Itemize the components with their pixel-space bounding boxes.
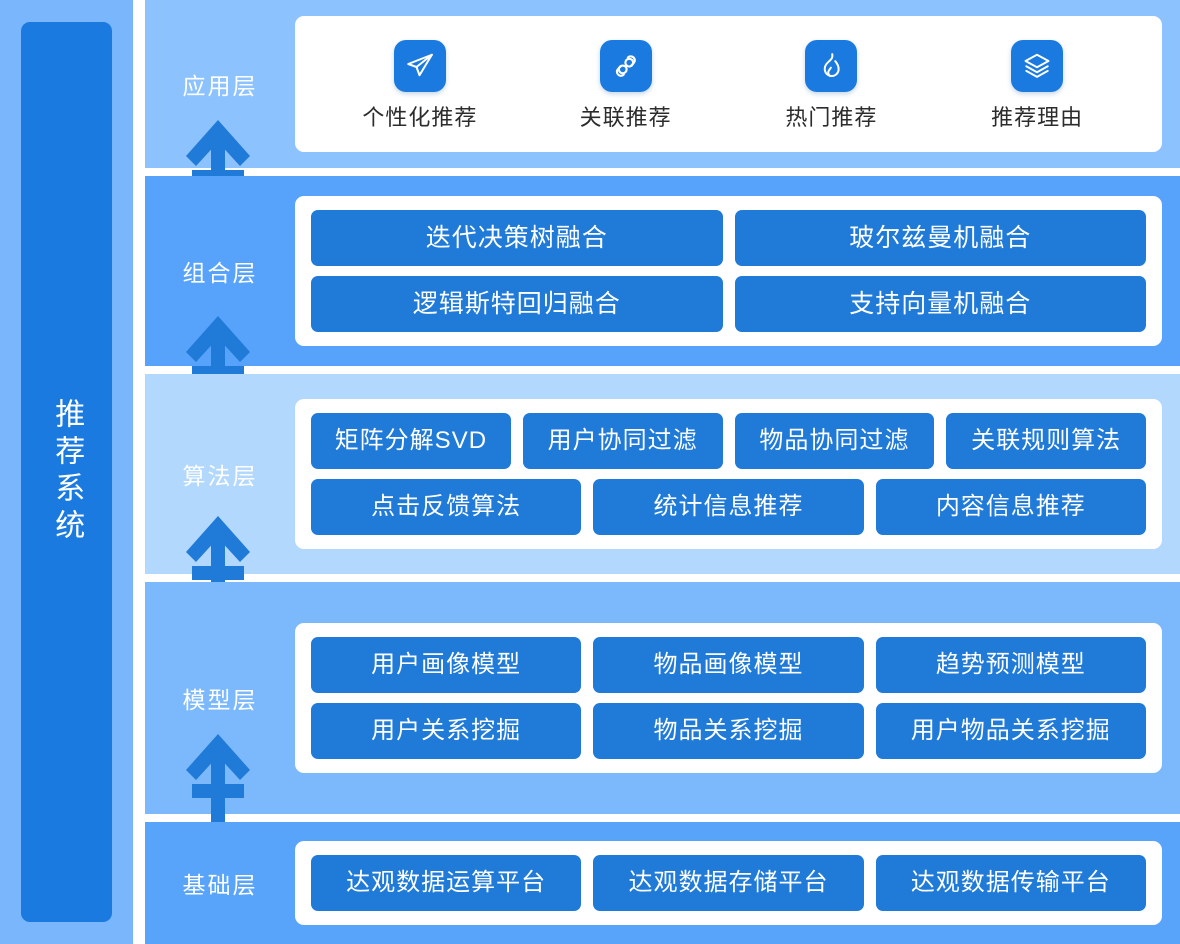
composition-pill-grid: 迭代决策树融合 玻尔兹曼机融合 逻辑斯特回归融合 支持向量机融合: [311, 210, 1146, 332]
pill-item[interactable]: 玻尔兹曼机融合: [734, 210, 1146, 266]
pill-item[interactable]: 用户画像模型: [311, 637, 582, 693]
pill-item[interactable]: 用户协同过滤: [522, 413, 723, 469]
layer-body-base: 达观数据运算平台 达观数据存储平台 达观数据传输平台: [295, 841, 1180, 925]
app-item-label: 关联推荐: [579, 105, 672, 130]
model-row-2: 用户关系挖掘 物品关系挖掘 用户物品关系挖掘: [311, 703, 1146, 759]
composition-row-2: 逻辑斯特回归融合 支持向量机融合: [311, 276, 1146, 332]
system-title-rail: 推荐系统: [0, 0, 133, 944]
layer-label-base: 基础层: [182, 872, 258, 898]
algorithm-pill-grid: 矩阵分解SVD 用户协同过滤 物品协同过滤 关联规则算法 点击反馈算法 统计信息…: [311, 413, 1146, 535]
pill-item[interactable]: 用户物品关系挖掘: [875, 703, 1146, 759]
flame-icon: [816, 51, 846, 81]
app-item-related[interactable]: 关联推荐: [526, 40, 726, 132]
app-item-reason[interactable]: 推荐理由: [937, 40, 1137, 132]
layer-label-application: 应用层: [182, 73, 258, 99]
application-item-row: 个性化推荐: [311, 30, 1146, 138]
link-chain-icon: [611, 51, 641, 81]
layer-label-model: 模型层: [182, 687, 258, 713]
pill-item[interactable]: 点击反馈算法: [311, 479, 582, 535]
layers-stack-icon: [1022, 51, 1052, 81]
pill-item[interactable]: 矩阵分解SVD: [311, 413, 511, 469]
pill-item[interactable]: 内容信息推荐: [875, 479, 1146, 535]
layer-body-composition: 迭代决策树融合 玻尔兹曼机融合 逻辑斯特回归融合 支持向量机融合: [295, 196, 1180, 346]
base-pill-grid: 达观数据运算平台 达观数据存储平台 达观数据传输平台: [311, 855, 1146, 911]
base-card: 达观数据运算平台 达观数据存储平台 达观数据传输平台: [295, 841, 1162, 925]
app-item-label: 热门推荐: [785, 105, 878, 130]
pill-item[interactable]: 达观数据存储平台: [593, 855, 864, 911]
pill-item[interactable]: 支持向量机融合: [734, 276, 1146, 332]
layer-application: 应用层 个性化推荐: [145, 0, 1180, 168]
pill-item[interactable]: 物品协同过滤: [734, 413, 935, 469]
layer-base: 基础层 达观数据运算平台 达观数据存储平台 达观数据传输平台: [145, 822, 1180, 944]
composition-row-1: 迭代决策树融合 玻尔兹曼机融合: [311, 210, 1146, 266]
layer-composition: 组合层 迭代决策树融合 玻尔兹曼机融合 逻辑斯特回归融合 支持向量机融合: [145, 176, 1180, 366]
layer-label-composition: 组合层: [182, 260, 258, 286]
flame-tile[interactable]: [805, 40, 858, 92]
model-pill-grid: 用户画像模型 物品画像模型 趋势预测模型 用户关系挖掘 物品关系挖掘 用户物品关…: [311, 637, 1146, 759]
algorithm-row-1: 矩阵分解SVD 用户协同过滤 物品协同过滤 关联规则算法: [311, 413, 1146, 469]
base-row-1: 达观数据运算平台 达观数据存储平台 达观数据传输平台: [311, 855, 1146, 911]
link-chain-tile[interactable]: [599, 40, 652, 92]
system-title-card: 推荐系统: [21, 22, 112, 922]
pill-item[interactable]: 关联规则算法: [946, 413, 1146, 469]
pill-item[interactable]: 迭代决策树融合: [311, 210, 723, 266]
layer-body-algorithm: 矩阵分解SVD 用户协同过滤 物品协同过滤 关联规则算法 点击反馈算法 统计信息…: [295, 399, 1180, 549]
app-item-popular[interactable]: 热门推荐: [731, 40, 931, 132]
pill-item[interactable]: 逻辑斯特回归融合: [311, 276, 723, 332]
pill-item[interactable]: 物品关系挖掘: [593, 703, 864, 759]
algorithm-row-2: 点击反馈算法 统计信息推荐 内容信息推荐: [311, 479, 1146, 535]
paper-plane-tile[interactable]: [393, 40, 446, 92]
layer-algorithm: 算法层 矩阵分解SVD 用户协同过滤 物品协同过滤 关联规则算法 点击反馈算法 …: [145, 374, 1180, 574]
pill-item[interactable]: 物品画像模型: [593, 637, 864, 693]
model-card: 用户画像模型 物品画像模型 趋势预测模型 用户关系挖掘 物品关系挖掘 用户物品关…: [295, 623, 1162, 773]
layer-body-application: 个性化推荐: [295, 16, 1180, 152]
paper-plane-icon: [405, 51, 435, 81]
pill-item[interactable]: 统计信息推荐: [593, 479, 864, 535]
app-item-label: 个性化推荐: [362, 105, 478, 130]
layer-body-model: 用户画像模型 物品画像模型 趋势预测模型 用户关系挖掘 物品关系挖掘 用户物品关…: [295, 623, 1180, 773]
pill-item[interactable]: 达观数据运算平台: [311, 855, 582, 911]
pill-item[interactable]: 趋势预测模型: [875, 637, 1146, 693]
app-item-personalized[interactable]: 个性化推荐: [320, 40, 520, 132]
algorithm-card: 矩阵分解SVD 用户协同过滤 物品协同过滤 关联规则算法 点击反馈算法 统计信息…: [295, 399, 1162, 549]
application-card: 个性化推荐: [295, 16, 1162, 152]
layer-model: 模型层 用户画像模型 物品画像模型 趋势预测模型 用户关系挖掘 物品关系挖掘 用…: [145, 582, 1180, 814]
composition-card: 迭代决策树融合 玻尔兹曼机融合 逻辑斯特回归融合 支持向量机融合: [295, 196, 1162, 346]
layers-stack-tile[interactable]: [1011, 40, 1064, 92]
model-row-1: 用户画像模型 物品画像模型 趋势预测模型: [311, 637, 1146, 693]
app-item-label: 推荐理由: [991, 105, 1084, 130]
pill-item[interactable]: 达观数据传输平台: [875, 855, 1146, 911]
pill-item[interactable]: 用户关系挖掘: [311, 703, 582, 759]
layer-label-algorithm: 算法层: [182, 463, 258, 489]
system-title-label: 推荐系统: [50, 398, 84, 546]
